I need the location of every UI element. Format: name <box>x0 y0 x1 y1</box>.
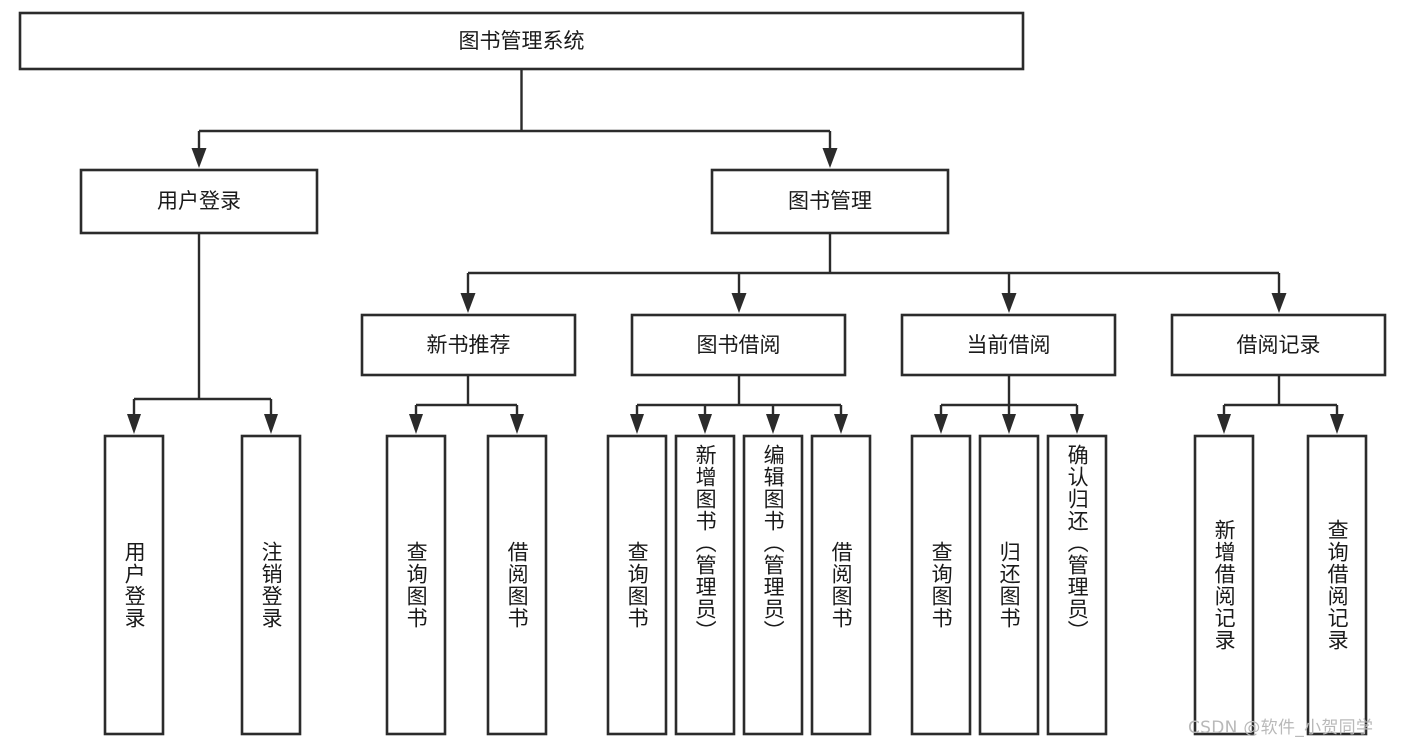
leaf-box-cb-confirm-return[interactable] <box>1046 434 1108 736</box>
leaf-group-new-book-recommend <box>385 434 548 736</box>
leaf-group-user-login <box>103 434 302 736</box>
node-book-borrow-box[interactable] <box>630 313 847 377</box>
connector-group <box>127 69 1344 434</box>
arrowhead-cb-leaf3 <box>1070 414 1084 434</box>
arrowhead-leaf-logout <box>264 414 278 434</box>
leaf-box-nb-borrow-book[interactable] <box>486 434 548 736</box>
node-book-manage-label: 图书管理 <box>788 189 872 213</box>
arrowhead-leaf-user-login <box>127 414 141 434</box>
leaf-box-cb-return-book[interactable] <box>978 434 1040 736</box>
leaf-box-bb-query-book[interactable] <box>606 434 668 736</box>
node-current-borrow[interactable]: 当前借阅 <box>900 313 1117 377</box>
node-new-book-recommend-label: 新书推荐 <box>427 333 511 357</box>
leaf-box-bb-borrow-book[interactable] <box>810 434 872 736</box>
leaf-group-book-borrow <box>606 434 872 736</box>
node-book-borrow-label: 图书借阅 <box>697 333 781 357</box>
arrowhead-book-borrow <box>731 293 747 313</box>
leaf-box-logout[interactable] <box>240 434 302 736</box>
arrowhead-nb-leaf2 <box>510 414 524 434</box>
node-user-login-box[interactable] <box>79 168 319 235</box>
arrowhead-new-book <box>460 293 476 313</box>
node-root[interactable]: 图书管理系统 <box>18 11 1025 71</box>
node-current-borrow-label: 当前借阅 <box>967 333 1051 357</box>
arrowhead-cb-leaf2 <box>1002 414 1016 434</box>
arrowhead-book-manage <box>822 148 838 168</box>
arrowhead-br-leaf2 <box>1330 414 1344 434</box>
node-book-manage[interactable]: 图书管理 <box>710 168 950 235</box>
arrowhead-user-login <box>191 148 207 168</box>
node-new-book-recommend-box[interactable] <box>360 313 577 377</box>
leaf-box-user-login[interactable] <box>103 434 165 736</box>
csdn-watermark: CSDN @软件_小贺同学 <box>1188 718 1374 738</box>
leaf-box-nb-query-book[interactable] <box>385 434 447 736</box>
arrowhead-borrow-record <box>1271 293 1287 313</box>
node-book-manage-box[interactable] <box>710 168 950 235</box>
node-root-box[interactable] <box>18 11 1025 71</box>
leaf-box-cb-query-book[interactable] <box>910 434 972 736</box>
node-borrow-record-label: 借阅记录 <box>1237 333 1321 357</box>
leaf-group-current-borrow <box>910 434 1108 736</box>
leaf-box-br-query-record[interactable] <box>1306 434 1368 736</box>
node-book-borrow[interactable]: 图书借阅 <box>630 313 847 377</box>
node-borrow-record-box[interactable] <box>1170 313 1387 377</box>
leaf-box-bb-add-book[interactable] <box>674 434 736 736</box>
arrowhead-bb-leaf3 <box>766 414 780 434</box>
arrowhead-nb-leaf1 <box>409 414 423 434</box>
node-root-label: 图书管理系统 <box>459 29 585 53</box>
node-user-login[interactable]: 用户登录 <box>79 168 319 235</box>
arrowhead-cb-leaf1 <box>934 414 948 434</box>
arrowhead-bb-leaf4 <box>834 414 848 434</box>
arrowhead-bb-leaf2 <box>698 414 712 434</box>
arrowhead-br-leaf1 <box>1217 414 1231 434</box>
node-current-borrow-box[interactable] <box>900 313 1117 377</box>
node-new-book-recommend[interactable]: 新书推荐 <box>360 313 577 377</box>
node-user-login-label: 用户登录 <box>157 189 241 213</box>
arrowhead-current-borrow <box>1001 293 1017 313</box>
arrowhead-bb-leaf1 <box>630 414 644 434</box>
leaf-box-bb-edit-book[interactable] <box>742 434 804 736</box>
node-borrow-record[interactable]: 借阅记录 <box>1170 313 1387 377</box>
leaf-box-br-add-record[interactable] <box>1193 434 1255 736</box>
leaf-group-borrow-record <box>1193 434 1368 736</box>
